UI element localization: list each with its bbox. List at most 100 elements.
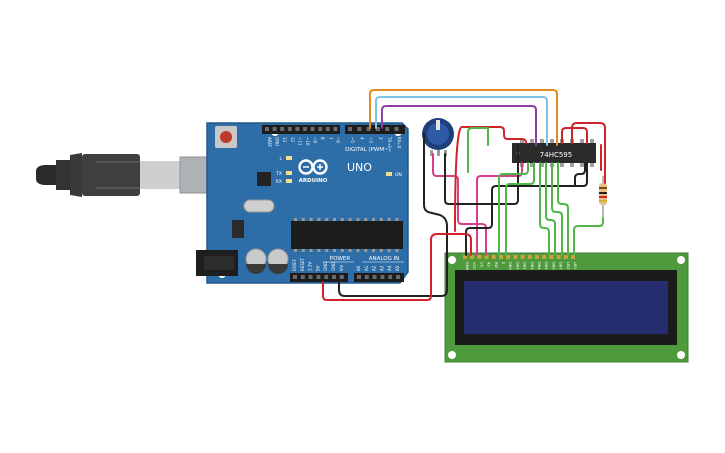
potentiometer[interactable] <box>422 118 454 156</box>
wire-orange[interactable] <box>369 89 558 146</box>
digital-pin[interactable] <box>333 127 338 131</box>
lcd-pin[interactable] <box>535 255 539 259</box>
wire-red-5v[interactable] <box>322 233 472 301</box>
power-pin[interactable] <box>316 275 321 279</box>
wire-green[interactable] <box>557 162 569 256</box>
lcd-pin[interactable] <box>499 255 503 259</box>
wire-black-ic[interactable] <box>574 162 586 187</box>
wire-blue[interactable] <box>375 96 548 146</box>
chip-pin <box>301 249 305 252</box>
wire-green[interactable] <box>539 162 550 256</box>
wire-green[interactable] <box>545 162 556 256</box>
ic-pin <box>530 162 534 167</box>
chip-pin <box>294 218 297 221</box>
digital-pin[interactable] <box>318 127 323 131</box>
power-pin[interactable] <box>332 275 336 279</box>
lcd-pin[interactable] <box>571 255 575 259</box>
chip-pin <box>317 249 321 252</box>
lcd-pin[interactable] <box>542 255 547 259</box>
chip-pin <box>294 249 297 252</box>
lcd-pin[interactable] <box>520 255 525 259</box>
reset-button[interactable] <box>220 131 232 143</box>
analog-pin[interactable] <box>388 275 393 279</box>
wire-red-resistor[interactable] <box>571 122 606 184</box>
digital-pin[interactable] <box>348 127 352 131</box>
lcd-pin[interactable] <box>477 255 482 259</box>
digital-header-left[interactable] <box>262 125 340 134</box>
lcd-pin-label: DB6 <box>551 262 555 270</box>
potentiometer-knob[interactable] <box>427 123 449 145</box>
digital-pin[interactable] <box>385 127 390 131</box>
bottom-header-pins[interactable] <box>293 275 400 279</box>
analog-pin-label: A4 <box>387 265 392 271</box>
analog-pin[interactable] <box>372 275 377 279</box>
ic-pin <box>590 139 594 144</box>
wire-red-ic[interactable] <box>561 127 588 144</box>
analog-pin-label: A3 <box>379 265 384 271</box>
shift-register-74hc595[interactable]: 74HC595 <box>512 139 596 167</box>
digital-pin[interactable] <box>394 127 399 131</box>
digital-header-pins[interactable] <box>265 127 399 131</box>
digital-pin[interactable] <box>280 127 285 131</box>
analog-pin[interactable] <box>357 275 361 279</box>
digital-pin[interactable] <box>325 127 330 131</box>
chip-pin <box>356 249 360 252</box>
digital-pin-label: 7 <box>328 137 333 140</box>
digital-header-right[interactable] <box>345 125 405 134</box>
led-label-rx: RX <box>276 179 282 185</box>
wire-green[interactable] <box>551 162 563 256</box>
wire-black-lcd[interactable] <box>465 162 588 256</box>
digital-pin-label: ~11 <box>297 137 302 146</box>
analog-pin[interactable] <box>396 275 400 279</box>
digital-pin[interactable] <box>366 127 371 131</box>
digital-pin[interactable] <box>295 127 300 131</box>
power-jack-inner <box>204 256 234 270</box>
wire-green-led[interactable] <box>573 217 604 256</box>
wires[interactable] <box>322 89 606 301</box>
wire-pink-pot[interactable] <box>432 153 487 256</box>
power-pin[interactable] <box>324 275 329 279</box>
digital-pin[interactable] <box>303 127 307 131</box>
digital-pin[interactable] <box>265 127 269 131</box>
lcd-pin[interactable] <box>491 255 496 259</box>
power-pin[interactable] <box>293 275 297 279</box>
lcd-pin[interactable] <box>463 255 467 259</box>
wire-purple[interactable] <box>381 105 537 146</box>
lcd-pin[interactable] <box>513 255 518 259</box>
usb-cable-end <box>36 165 58 185</box>
resistor[interactable] <box>599 176 607 218</box>
digital-pin[interactable] <box>287 127 292 131</box>
lcd-pin[interactable] <box>527 255 532 259</box>
analog-header[interactable] <box>354 273 404 282</box>
lcd-pin[interactable] <box>484 255 489 259</box>
digital-pin[interactable] <box>310 127 315 131</box>
lcd-header-pins[interactable] <box>463 255 575 259</box>
wire-green[interactable] <box>498 162 529 256</box>
analog-pin[interactable] <box>380 275 385 279</box>
lcd-pin[interactable] <box>556 255 561 259</box>
usb-cable[interactable] <box>36 153 221 197</box>
lcd-pin[interactable] <box>563 255 568 259</box>
power-pin[interactable] <box>308 275 313 279</box>
wire-black-pot[interactable] <box>444 144 519 205</box>
chip-pin <box>387 249 391 252</box>
lcd-pin[interactable] <box>506 255 511 259</box>
wire-green[interactable] <box>505 162 535 256</box>
lcd-pin[interactable] <box>549 255 554 259</box>
digital-pin[interactable] <box>272 127 277 131</box>
wire-green-top[interactable] <box>467 127 489 173</box>
usb-plug-body <box>82 154 140 196</box>
analog-pin-label: A0 <box>356 265 361 271</box>
wire-black-gnd[interactable] <box>338 133 448 297</box>
chip-pin <box>364 218 368 221</box>
power-pin[interactable] <box>300 275 305 279</box>
wire-red-top[interactable] <box>454 126 527 232</box>
lcd-pin[interactable] <box>470 255 475 259</box>
digital-pin[interactable] <box>357 127 362 131</box>
analog-pin[interactable] <box>364 275 369 279</box>
power-pin[interactable] <box>339 275 344 279</box>
chip-pin <box>325 249 329 252</box>
digital-pin[interactable] <box>375 127 380 131</box>
